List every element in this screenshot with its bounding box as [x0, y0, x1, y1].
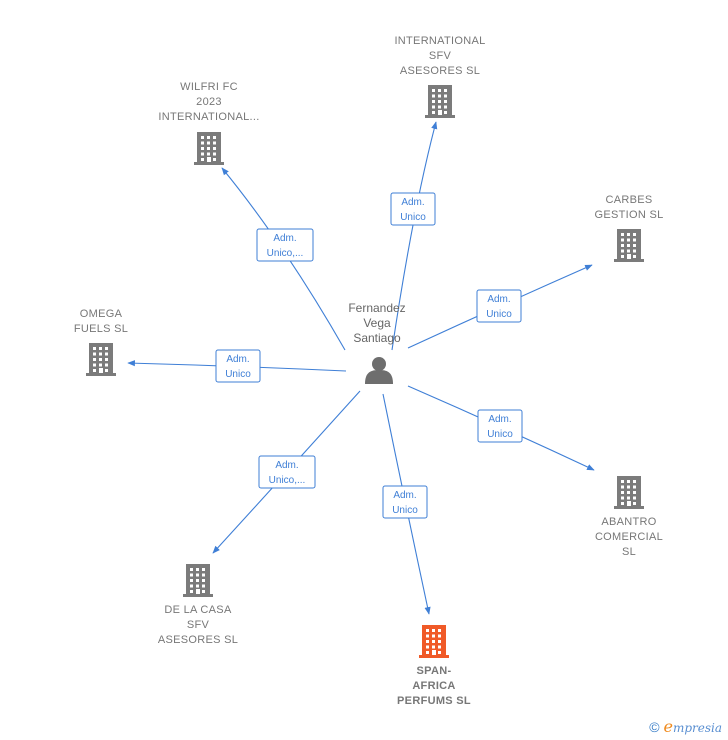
person-label-line: Santiago	[353, 331, 401, 345]
edge-label-text: Adm.	[273, 233, 296, 244]
edge-label-omega-fuels[interactable]: Adm. Unico	[215, 349, 261, 383]
edge-label-text: Unico	[225, 369, 251, 380]
edge-label-text: Unico,...	[267, 248, 304, 259]
company-label-line: ASESORES SL	[400, 65, 480, 77]
building-icon	[194, 132, 224, 165]
company-label-line: INTERNATIONAL	[394, 35, 485, 47]
company-node-wilfri-fc[interactable]: WILFRI FC 2023INTERNATIONAL...	[158, 81, 259, 165]
edge-label-text: Adm.	[226, 354, 249, 365]
company-label-line: ABANTRO	[601, 516, 656, 528]
edge-label-text: Unico	[486, 309, 512, 320]
company-node-de-la-casa-sfv[interactable]: DE LA CASA SFV ASESORES SL	[158, 564, 238, 646]
edge-label-text: Adm.	[487, 294, 510, 305]
person-label-line: Vega	[363, 316, 391, 330]
company-label-line: GESTION SL	[594, 209, 663, 221]
edge-label-text: Unico	[392, 505, 418, 516]
brand-logo-rest: mpresia	[672, 721, 722, 735]
nodes-layer: INTERNATIONAL SFV ASESORES SL WILFRI FC 2023…	[74, 35, 663, 707]
edge-label-box	[477, 409, 523, 443]
building-icon	[86, 343, 116, 376]
company-label-line: 2023	[196, 96, 222, 108]
company-label-line: DE LA CASA	[164, 604, 232, 616]
person-label-line: Fernandez	[348, 301, 405, 315]
building-icon	[614, 476, 644, 509]
company-label-line: PERFUMS SL	[397, 695, 471, 707]
edges-layer: Adm.UnicoAdm.Unico,...Adm.UnicoAdm.Unico…	[127, 121, 595, 615]
edge-label-carbes-gestion[interactable]: Adm. Unico	[476, 289, 522, 323]
company-label-line: SFV	[187, 619, 210, 631]
edge-label-text: Adm.	[393, 490, 416, 501]
brand-logo-e: e	[663, 717, 673, 736]
company-label-line: AFRICA	[412, 680, 455, 692]
company-label-line: SL	[622, 546, 636, 558]
edge-label-international-sfv[interactable]: Adm. Unico	[390, 192, 436, 226]
company-label-line: FUELS SL	[74, 323, 128, 335]
company-label-line: SFV	[429, 50, 452, 62]
building-icon	[183, 564, 213, 597]
edge-label-text: Unico	[400, 212, 426, 223]
edge-label-wilfri-fc[interactable]: Adm. Unico,...	[256, 228, 314, 262]
company-label-line: WILFRI FC	[180, 81, 238, 93]
footer-brand: © empresia	[649, 717, 722, 736]
company-node-international-sfv[interactable]: INTERNATIONAL SFV ASESORES SL	[394, 35, 485, 118]
copyright-symbol: ©	[649, 719, 660, 735]
company-label-line: OMEGA	[80, 308, 123, 320]
edge-label-box	[382, 485, 428, 519]
edge-label-text: Adm.	[275, 460, 298, 471]
edge-label-abantro-comercial[interactable]: Adm. Unico	[477, 409, 523, 443]
company-node-carbes-gestion[interactable]: CARBES GESTION SL	[594, 194, 663, 262]
edge-label-text: Unico,...	[269, 475, 306, 486]
company-node-abantro-comercial[interactable]: ABANTRO COMERCIAL SL	[595, 476, 663, 558]
edge-label-span-africa[interactable]: Adm. Unico	[382, 485, 428, 519]
company-label-line: SPAN-	[417, 665, 452, 677]
company-label-line: INTERNATIONAL...	[158, 111, 259, 123]
edge-label-text: Unico	[487, 429, 513, 440]
building-icon	[425, 85, 455, 118]
edge-label-de-la-casa-sfv[interactable]: Adm. Unico,...	[258, 455, 316, 489]
company-label-line: ASESORES SL	[158, 634, 238, 646]
edge-label-text: Adm.	[488, 414, 511, 425]
company-label-line: COMERCIAL	[595, 531, 663, 543]
edge-label-text: Adm.	[401, 197, 424, 208]
company-label-line: CARBES	[605, 194, 652, 206]
company-node-span-africa[interactable]: SPAN- AFRICA PERFUMS SL	[397, 625, 471, 707]
building-icon	[419, 625, 449, 658]
edge-international-sfv	[391, 121, 438, 351]
edge-label-box	[476, 289, 522, 323]
person-icon	[365, 357, 393, 384]
company-node-omega-fuels[interactable]: OMEGA FUELS SL	[74, 308, 128, 376]
edge-label-box	[256, 228, 314, 262]
edge-label-box	[390, 192, 436, 226]
edge-label-box	[215, 349, 261, 383]
building-icon	[614, 229, 644, 262]
edge-label-box	[258, 455, 316, 489]
